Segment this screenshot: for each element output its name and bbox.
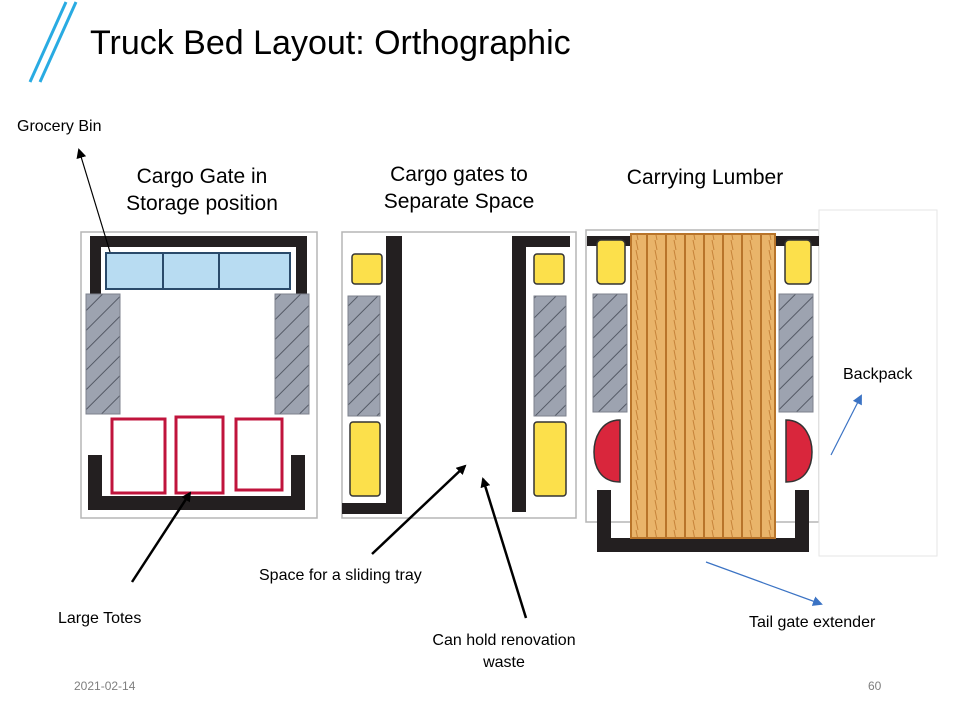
separate-wheel-well-right	[533, 295, 567, 417]
heading-storage-line-1: Cargo Gate in	[136, 165, 268, 188]
panel-storage	[80, 231, 318, 519]
separate-right-gate	[512, 236, 570, 512]
backpack-left	[593, 419, 621, 483]
heading-separate: Cargo gates to Separate Space	[352, 161, 566, 215]
label-tailgate: Tail gate extender	[749, 614, 876, 631]
panel-lumber	[585, 209, 938, 557]
separate-yellow-bin-top-right	[533, 253, 565, 285]
arrow-grocery-bin	[76, 148, 111, 253]
callout-arrows	[76, 148, 862, 619]
arrow-sliding-tray	[371, 464, 467, 555]
storage-bottom-gate	[88, 455, 305, 510]
panel-separate	[341, 231, 577, 519]
backpack-right	[785, 419, 813, 483]
slide-title: Truck Bed Layout: Orthographic	[90, 24, 571, 62]
label-sliding-tray: Space for a sliding tray	[259, 567, 422, 584]
large-tote-1	[110, 417, 167, 495]
storage-top-gate	[90, 236, 307, 300]
lumber-background-panel	[818, 209, 938, 557]
heading-separate-line-1: Cargo gates to	[390, 163, 528, 186]
storage-wheel-well-left	[85, 293, 121, 415]
arrow-renovation	[480, 477, 528, 619]
separate-yellow-bin-bottom-right	[533, 421, 567, 497]
label-renovation-line-1: Can hold renovation	[432, 632, 576, 649]
arrow-backpack	[830, 394, 862, 456]
label-backpack: Backpack	[843, 366, 913, 383]
heading-storage: Cargo Gate in Storage position	[96, 163, 308, 217]
accent-slashes	[28, 1, 78, 83]
separate-yellow-bin-bottom-left	[349, 421, 381, 497]
storage-wheel-well-right	[274, 293, 310, 415]
lumber-wheel-well-left	[592, 293, 628, 413]
heading-storage-line-2: Storage position	[126, 192, 278, 215]
large-tote-2	[174, 415, 225, 495]
label-grocery-bin: Grocery Bin	[17, 118, 102, 135]
large-tote-3	[234, 417, 284, 492]
lumber-yellow-bin-right	[784, 239, 812, 285]
separate-yellow-bin-top-left	[351, 253, 383, 285]
heading-lumber: Carrying Lumber	[626, 166, 784, 189]
arrow-large-totes	[130, 491, 192, 583]
label-large-totes: Large Totes	[58, 610, 142, 627]
grocery-bin	[105, 252, 291, 290]
lumber-wheel-well-right	[778, 293, 814, 413]
tailgate-extender	[597, 490, 809, 552]
label-renovation: Can hold renovation waste	[404, 630, 604, 674]
lumber-yellow-bin-left	[596, 239, 626, 285]
separate-left-gate	[342, 236, 402, 514]
separate-wheel-well-left	[347, 295, 381, 417]
lumber-stack	[630, 233, 776, 539]
arrow-tailgate	[705, 561, 823, 606]
page-number: 60	[868, 679, 882, 693]
footer-date: 2021-02-14	[74, 679, 136, 693]
heading-separate-line-2: Separate Space	[383, 190, 535, 213]
label-renovation-line-2: waste	[483, 654, 525, 671]
